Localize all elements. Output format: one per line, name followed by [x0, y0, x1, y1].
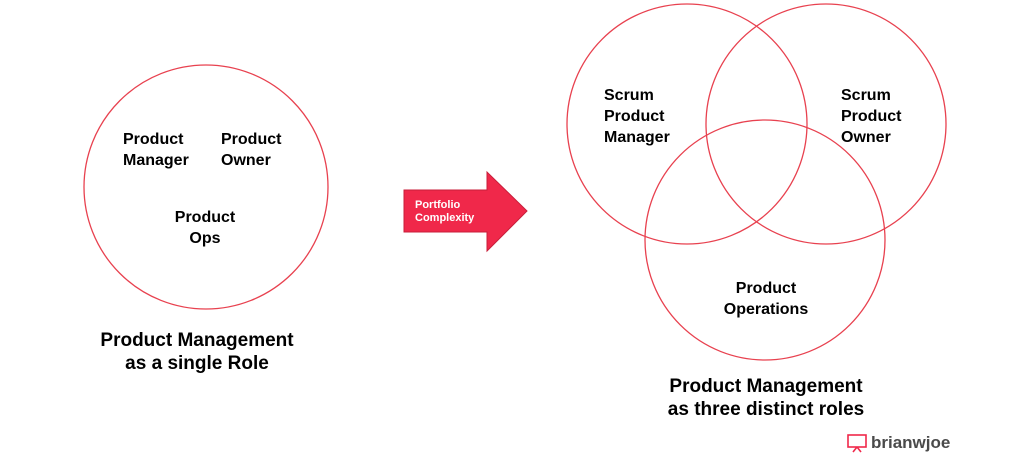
scrum-product-manager-circle: [566, 3, 808, 245]
single-role-caption: Product Management as a single Role: [100, 330, 294, 374]
single-role-circle: [83, 64, 329, 310]
brand-name: brianwjoe: [871, 433, 951, 452]
presentation-board-icon: [847, 434, 867, 453]
product-operations-circle: [644, 119, 886, 361]
role-scrum-product-manager: Scrum Product Manager: [604, 87, 670, 146]
scrum-product-owner-circle: [705, 3, 947, 245]
role-product-operations: Product Operations: [723, 280, 809, 318]
role-product-ops: Product Ops: [174, 209, 236, 247]
role-product-manager: Product Manager: [123, 131, 189, 169]
arrow-label: Portfolio Complexity: [415, 199, 475, 224]
role-product-owner: Product Owner: [221, 131, 282, 169]
role-scrum-product-owner: Scrum Product Owner: [841, 87, 902, 146]
portfolio-complexity-arrow: [403, 170, 528, 253]
three-roles-caption: Product Management as three distinct rol…: [667, 376, 865, 420]
brand-watermark: brianwjoe: [846, 430, 950, 456]
